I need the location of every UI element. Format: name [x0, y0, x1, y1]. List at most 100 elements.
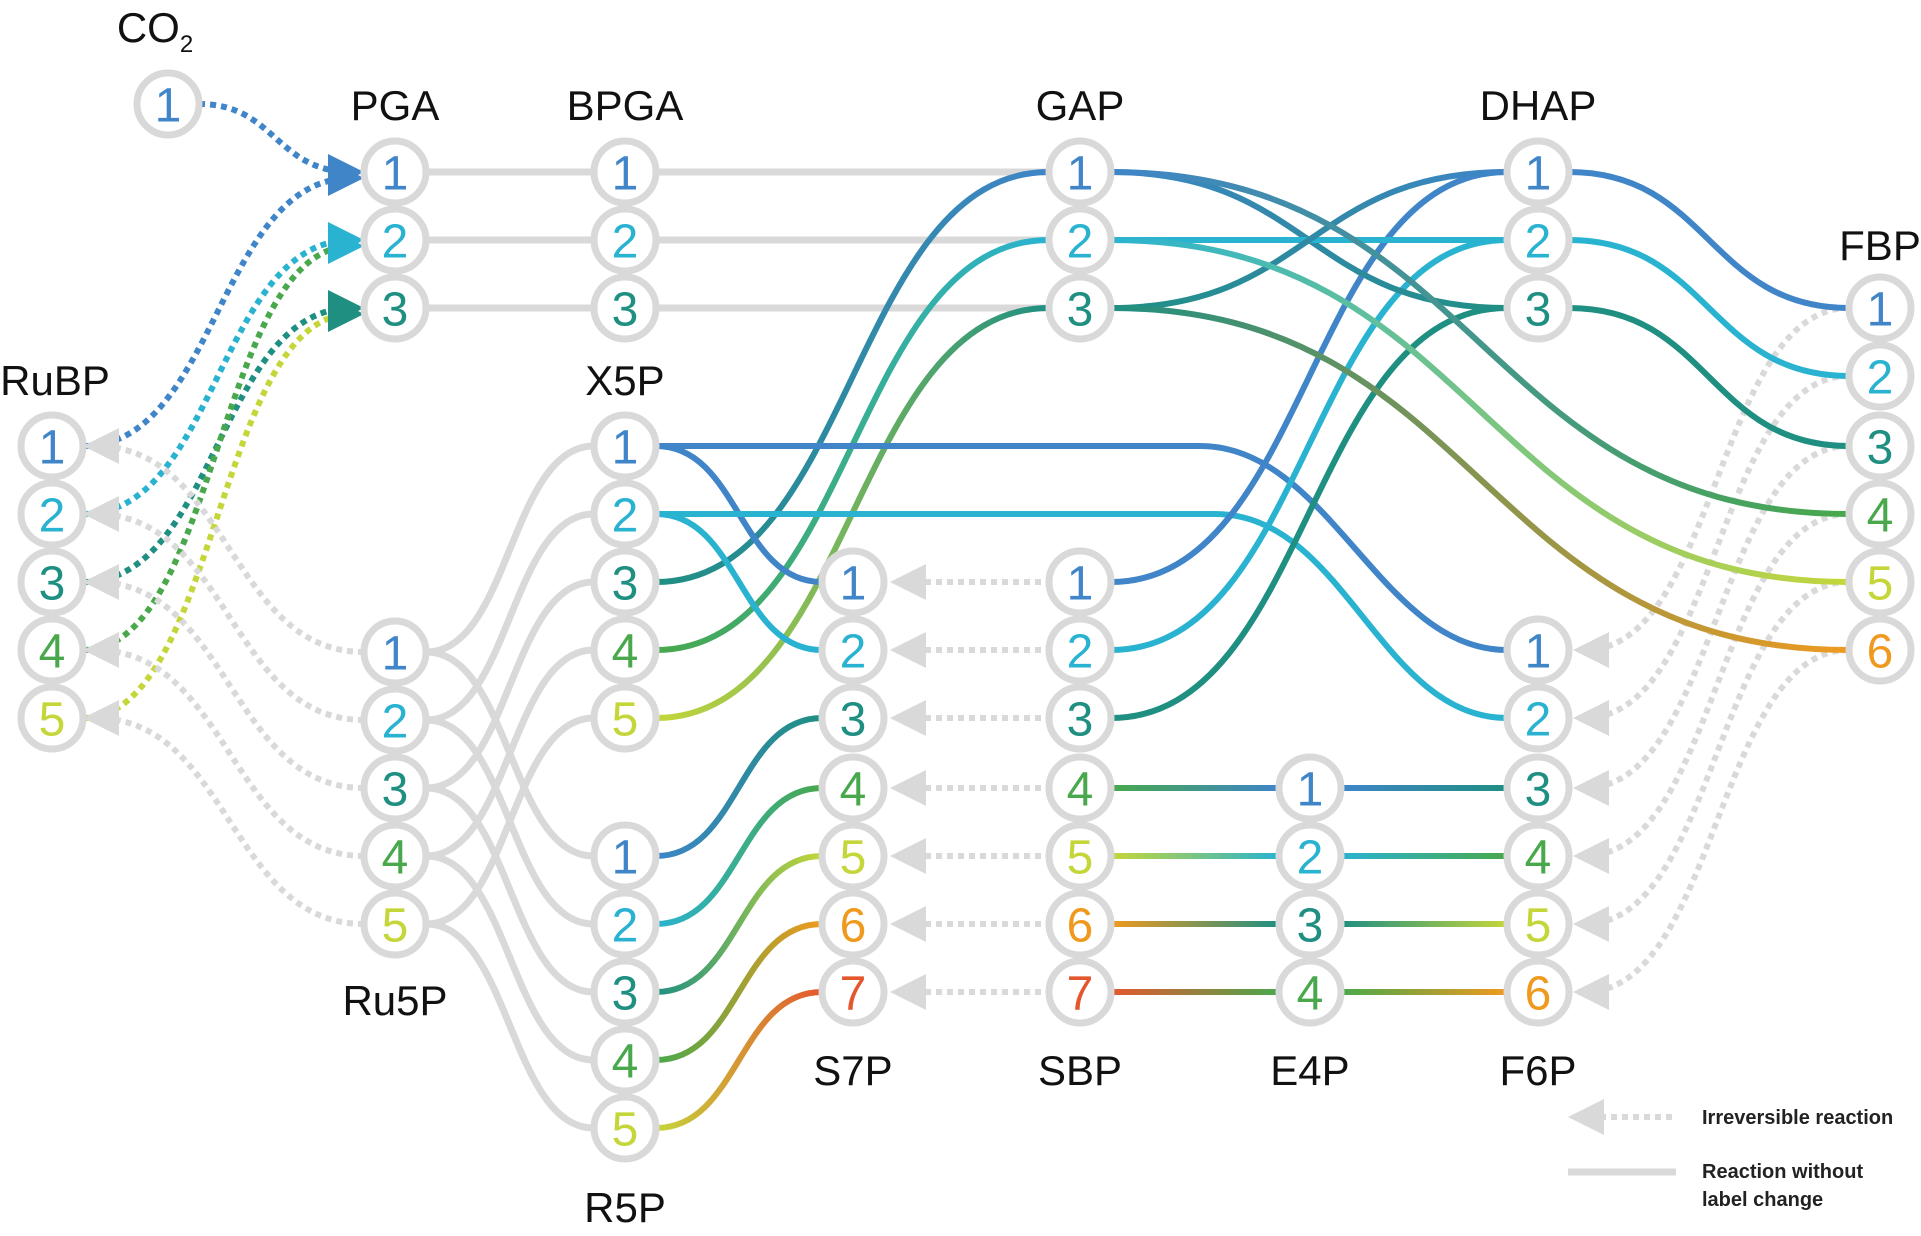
node-number: 4 [612, 626, 639, 679]
node-circle [590, 683, 660, 753]
node-circle [1503, 615, 1573, 685]
node-ru5p-2: 2 [360, 685, 430, 755]
node-ru5p-5: 5 [360, 889, 430, 959]
node-s7p-7: 7 [818, 957, 888, 1027]
node-number: 3 [612, 968, 639, 1021]
node-number: 3 [1067, 284, 1094, 337]
link-r5p-s7p [655, 785, 823, 927]
node-circle [133, 69, 203, 139]
node-circle [1045, 273, 1115, 343]
irreversible-links-layer [82, 101, 1850, 1010]
link-gap-fbp [1110, 169, 1850, 517]
node-number: 4 [840, 764, 867, 817]
node-rubp-1: 1 [17, 411, 87, 481]
label-sbp: SBP [1038, 1047, 1122, 1094]
node-circle [1045, 137, 1115, 207]
node-s7p-3: 3 [818, 683, 888, 753]
arrow-rubp-pga [82, 160, 364, 449]
arrow-ru5p-rubp [83, 632, 365, 859]
node-number: 1 [1867, 284, 1894, 337]
node-number: 6 [1525, 968, 1552, 1021]
node-x5p-5: 5 [590, 683, 660, 753]
node-s7p-6: 6 [818, 889, 888, 959]
link-x5p-gap [655, 169, 1050, 585]
node-circle [1045, 615, 1115, 685]
node-number: 1 [1297, 764, 1324, 817]
node-circle [1503, 889, 1573, 959]
node-bpga-3: 3 [590, 273, 660, 343]
label-f6p: F6P [1499, 1047, 1576, 1094]
link-ru5p-r5p [425, 784, 595, 996]
node-number: 2 [1525, 694, 1552, 747]
link-gap-fbp [1110, 237, 1850, 585]
link-x5p-f6p [656, 443, 1508, 653]
node-number: 5 [382, 900, 409, 953]
link-r5p-s7p [655, 921, 823, 1063]
node-circle [360, 273, 430, 343]
link-sbp-dhap [1110, 169, 1508, 585]
link-r5p-s7p [655, 715, 823, 859]
node-co2-1: 1 [133, 69, 203, 139]
node-number: 1 [612, 422, 639, 475]
arrow-ru5p-rubp [83, 428, 365, 655]
link-ru5p-x5p [425, 442, 595, 656]
node-circle [590, 479, 660, 549]
node-e4p-2: 2 [1275, 821, 1345, 891]
node-circle [360, 821, 430, 891]
node-number: 4 [39, 626, 66, 679]
node-number: 1 [39, 422, 66, 475]
node-number: 4 [1297, 968, 1324, 1021]
node-number: 2 [612, 900, 639, 953]
node-circle [1845, 479, 1915, 549]
node-fbp-3: 3 [1845, 411, 1915, 481]
node-r5p-3: 3 [590, 957, 660, 1027]
arrow-rubp-pga [82, 222, 364, 517]
node-gap-2: 2 [1045, 205, 1115, 275]
legend-no-change-text-1: Reaction without [1702, 1161, 1863, 1183]
node-number: 2 [382, 216, 409, 269]
label-x5p: X5P [585, 357, 664, 404]
node-dhap-3: 3 [1503, 273, 1573, 343]
node-circle [1845, 547, 1915, 617]
node-f6p-6: 6 [1503, 957, 1573, 1027]
node-circle [1275, 821, 1345, 891]
label-co2: CO2 [117, 4, 193, 58]
node-number: 1 [1525, 626, 1552, 679]
node-rubp-3: 3 [17, 547, 87, 617]
node-circle [1503, 753, 1573, 823]
node-number: 1 [382, 628, 409, 681]
arrow-fbp-f6p [1573, 373, 1850, 736]
node-circle [360, 889, 430, 959]
node-e4p-4: 4 [1275, 957, 1345, 1027]
node-number: 2 [1867, 352, 1894, 405]
link-gap-dhap [1110, 169, 1508, 311]
node-circle [1045, 889, 1115, 959]
node-sbp-2: 2 [1045, 615, 1115, 685]
node-dhap-2: 2 [1503, 205, 1573, 275]
link-ru5p-r5p [425, 852, 595, 1064]
arrow-fbp-f6p [1573, 647, 1850, 1010]
node-circle [17, 547, 87, 617]
link-ru5p-r5p [425, 648, 595, 860]
node-f6p-2: 2 [1503, 683, 1573, 753]
node-circle [1045, 547, 1115, 617]
node-s7p-4: 4 [818, 753, 888, 823]
node-bpga-1: 1 [590, 137, 660, 207]
node-circle [1503, 821, 1573, 891]
node-circle [1845, 615, 1915, 685]
node-f6p-4: 4 [1503, 821, 1573, 891]
node-number: 2 [382, 696, 409, 749]
link-ru5p-x5p [425, 578, 595, 792]
link-dhap-fbp [1568, 169, 1850, 311]
atom-nodes-layer: 1123451231231234512345123451231234567123… [17, 69, 1915, 1163]
metabolite-labels-layer: CO2 RuBP PGA BPGA X5P Ru5P R5P GAP S7P S… [0, 4, 1921, 1231]
arrow-rubp-pga [82, 290, 364, 585]
node-s7p-1: 1 [818, 547, 888, 617]
node-ru5p-4: 4 [360, 821, 430, 891]
node-rubp-4: 4 [17, 615, 87, 685]
node-number: 2 [612, 490, 639, 543]
legend-no-change-text-2: label change [1702, 1189, 1823, 1211]
node-circle [1845, 411, 1915, 481]
node-circle [1045, 753, 1115, 823]
link-sbp-dhap [1110, 305, 1508, 721]
